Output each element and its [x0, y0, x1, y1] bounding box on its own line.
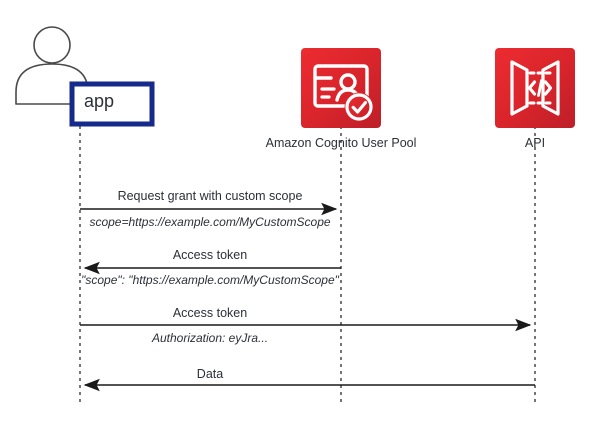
message-4-title: Data	[197, 367, 223, 381]
message-4[interactable]: Data	[83, 367, 535, 392]
message-1-subtitle: scope=https://example.com/MyCustomScope	[89, 215, 330, 229]
participant-label-cognito: Amazon Cognito User Pool	[266, 136, 417, 150]
message-2-title: Access token	[173, 248, 247, 262]
cognito-check-ring	[345, 93, 373, 121]
message-2-subtitle: "scope": "https://example.com/MyCustomSc…	[81, 273, 340, 287]
lifelines	[79, 126, 536, 406]
participant-app[interactable]: app	[15, 26, 155, 127]
app-box[interactable]	[69, 81, 155, 127]
check-icon	[351, 101, 367, 114]
api-gateway-glyph	[510, 60, 560, 116]
message-2[interactable]: Access token "scope": "https://example.c…	[81, 248, 341, 287]
app-label: app	[84, 91, 114, 111]
message-1-title: Request grant with custom scope	[118, 189, 303, 203]
message-3-title: Access token	[173, 306, 247, 320]
participant-label-api: API	[525, 136, 545, 150]
participant-cognito[interactable]: Amazon Cognito User Pool	[266, 48, 417, 150]
cognito-check-badge	[344, 92, 374, 122]
message-1[interactable]: Request grant with custom scope scope=ht…	[80, 189, 338, 229]
message-3[interactable]: Access token Authorization: eyJra...	[80, 306, 532, 345]
participant-api[interactable]: API	[495, 48, 575, 150]
message-3-subtitle: Authorization: eyJra...	[151, 331, 268, 345]
amazon-api-gateway-icon[interactable]	[495, 48, 575, 128]
